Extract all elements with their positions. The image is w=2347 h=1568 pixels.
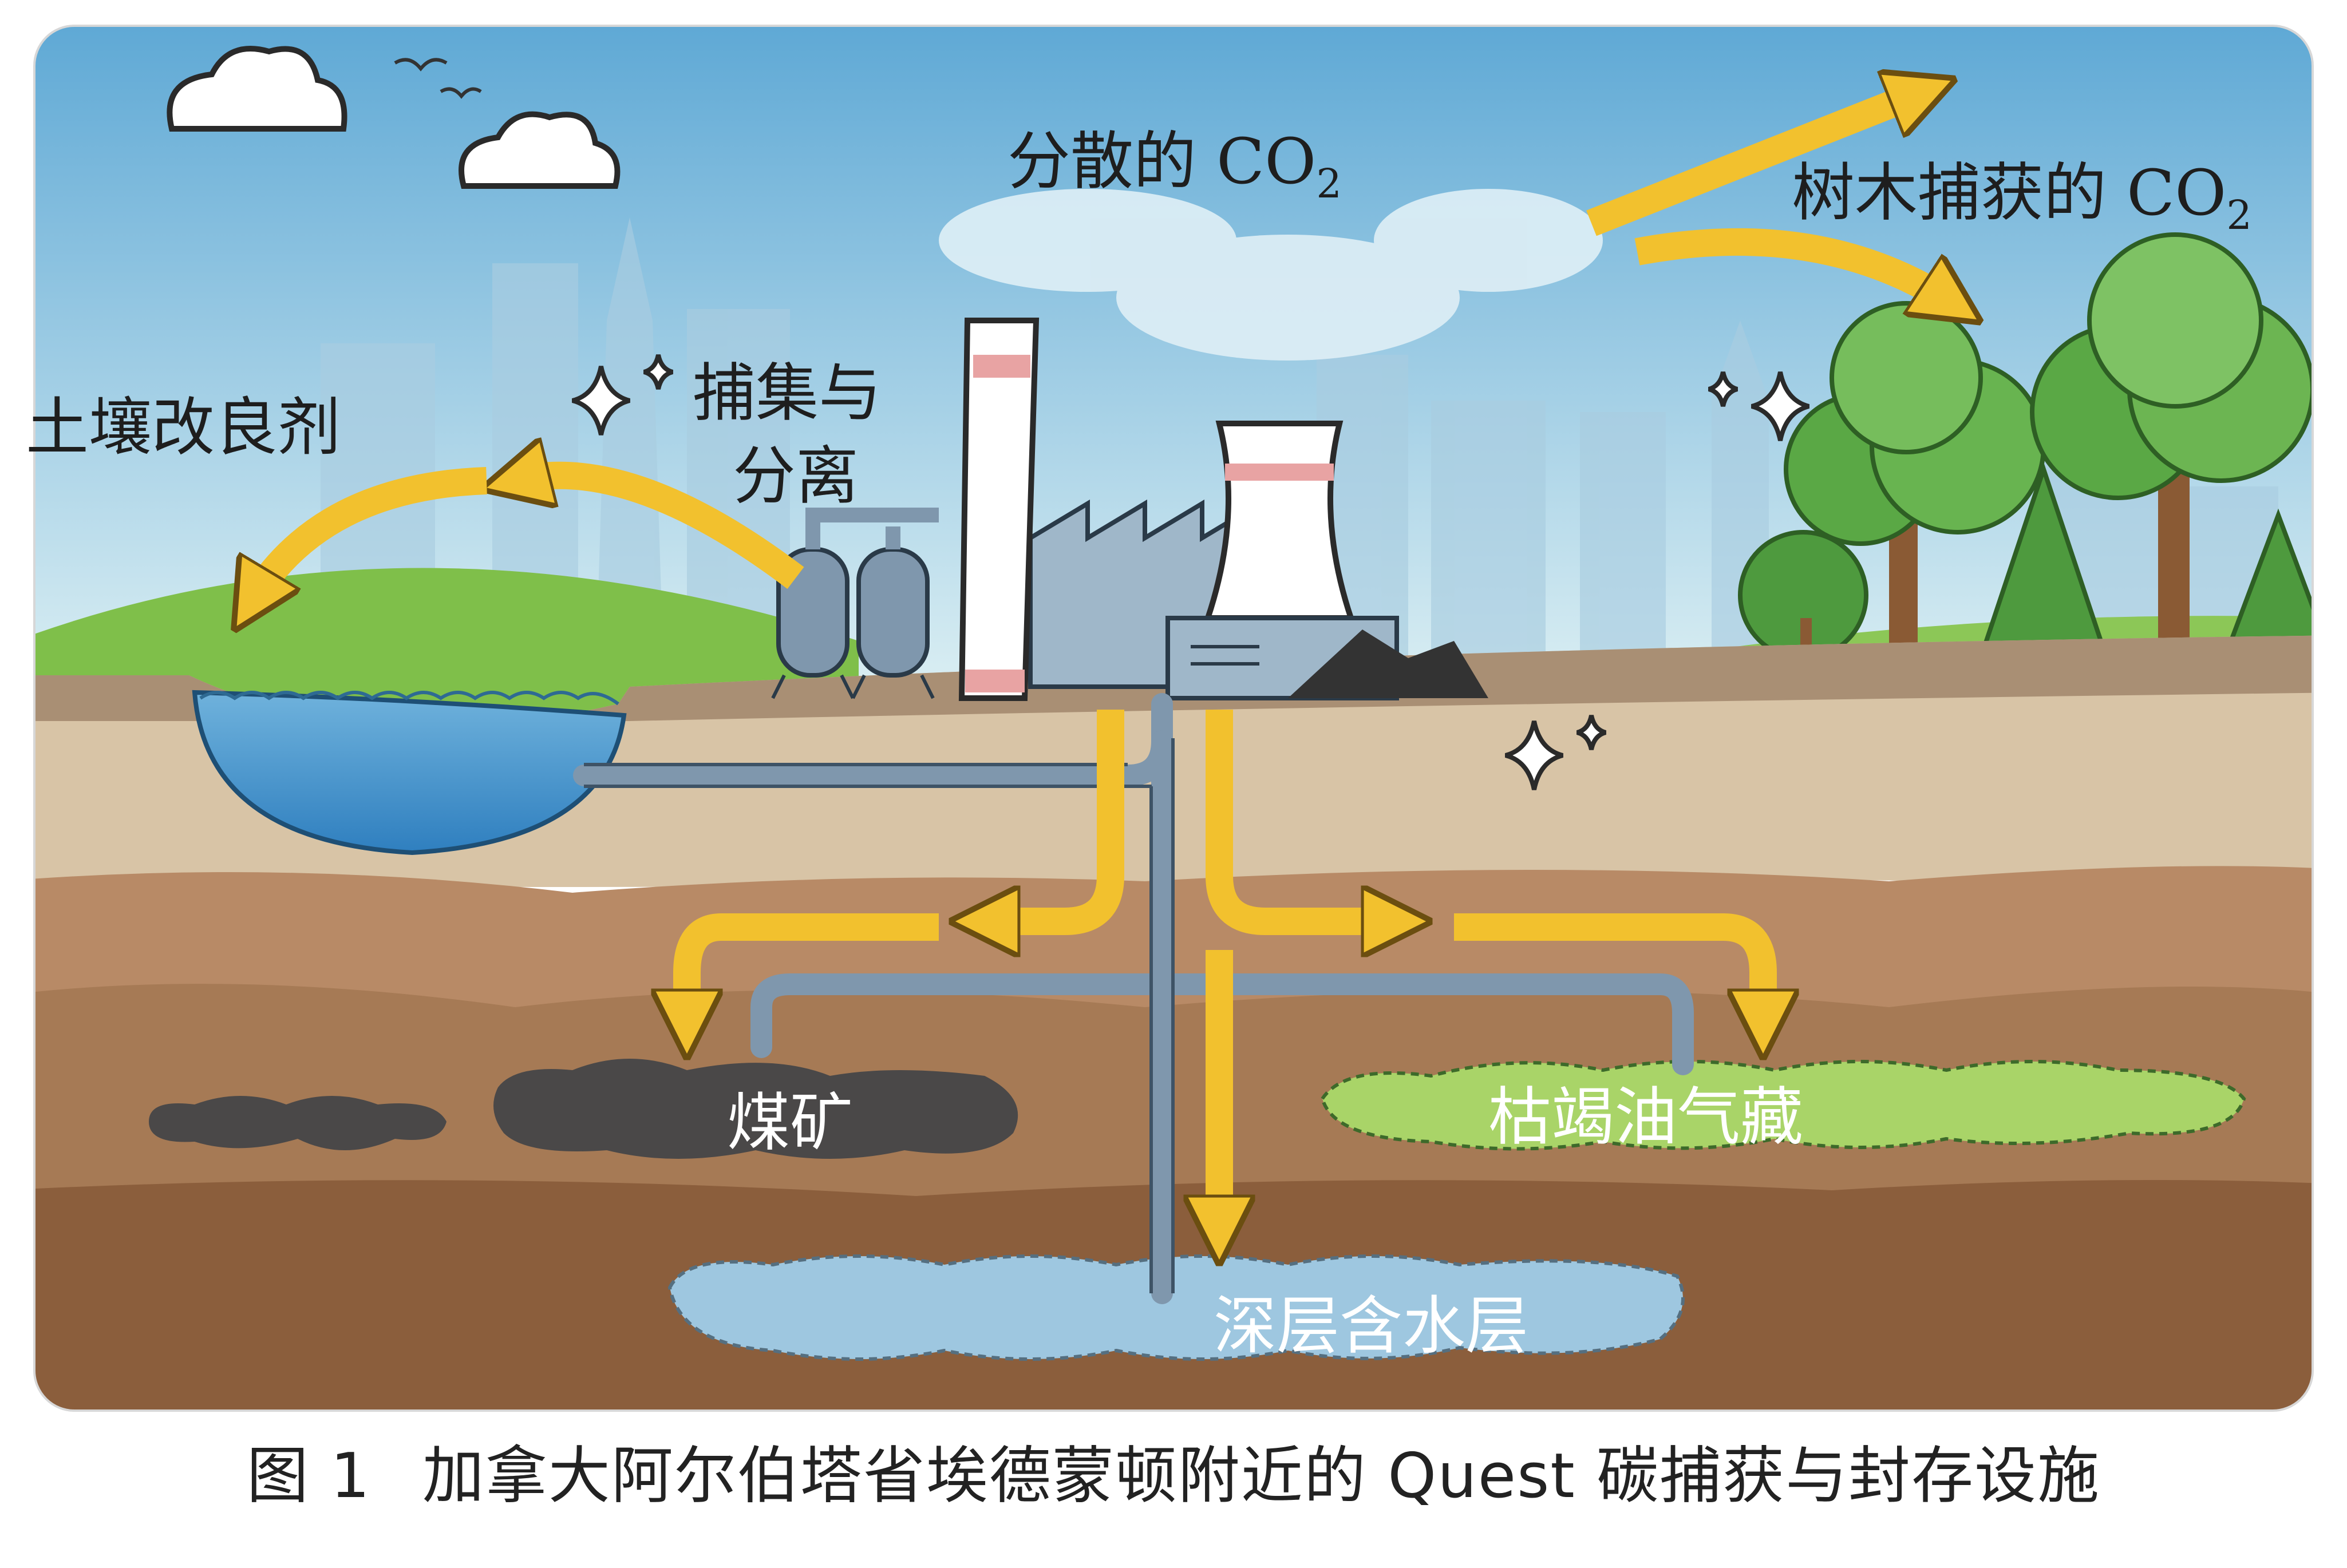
label-deep-aquifer: 深层含水层 <box>1214 1289 1528 1363</box>
label-tree-co2: 树木捕获的 CO2 <box>1792 156 2252 239</box>
bird-icon <box>394 58 448 72</box>
figure-caption: 图 1 加拿大阿尔伯塔省埃德蒙顿附近的 Quest 碳捕获与封存设施 <box>0 1425 2347 1528</box>
tree-icon <box>1784 301 2046 664</box>
oil-gas-reservoir <box>1320 1060 2246 1151</box>
coal-pile <box>1288 629 1488 698</box>
cloud-icon <box>167 46 347 132</box>
chimney <box>958 318 1040 701</box>
cloud-icon <box>939 189 1603 361</box>
coal-seam <box>493 1059 1018 1159</box>
separation-tanks <box>771 508 939 699</box>
injection-pipes-outline <box>584 738 1175 1293</box>
label-coal-mine: 煤矿 <box>727 1086 853 1159</box>
pond <box>192 690 627 856</box>
bird-icon <box>440 87 482 99</box>
tree-icon <box>2030 232 2313 658</box>
label-capture: 捕集与 <box>693 357 882 430</box>
ccs-diagram: 分散的 CO2 树木捕获的 CO2 捕集与 分离 土壤改良剂 煤矿 枯竭油气藏 … <box>26 25 2314 1412</box>
pond-waves <box>199 691 619 706</box>
label-oil-gas-reservoir: 枯竭油气藏 <box>1488 1080 1803 1154</box>
label-soil-amendment: 土壤改良剂 <box>26 391 341 464</box>
label-separation: 分离 <box>733 439 859 513</box>
label-dispersed-co2: 分散的 CO2 <box>1007 125 1342 207</box>
coal-seam <box>149 1096 447 1150</box>
deep-aquifer <box>667 1254 1685 1361</box>
cloud-icon <box>459 111 621 189</box>
sparkle-icon <box>1708 371 1810 441</box>
cooling-tower <box>1204 421 1355 621</box>
sparkle-icon <box>1504 715 1607 790</box>
figure-caption-text: 加拿大阿尔伯塔省埃德蒙顿附近的 Quest 碳捕获与封存设施 <box>422 1440 2101 1512</box>
sparkle-icon <box>571 354 674 435</box>
frame <box>33 25 2314 1412</box>
flow-arrows <box>252 92 1952 1230</box>
figure-number: 图 1 <box>246 1440 371 1512</box>
